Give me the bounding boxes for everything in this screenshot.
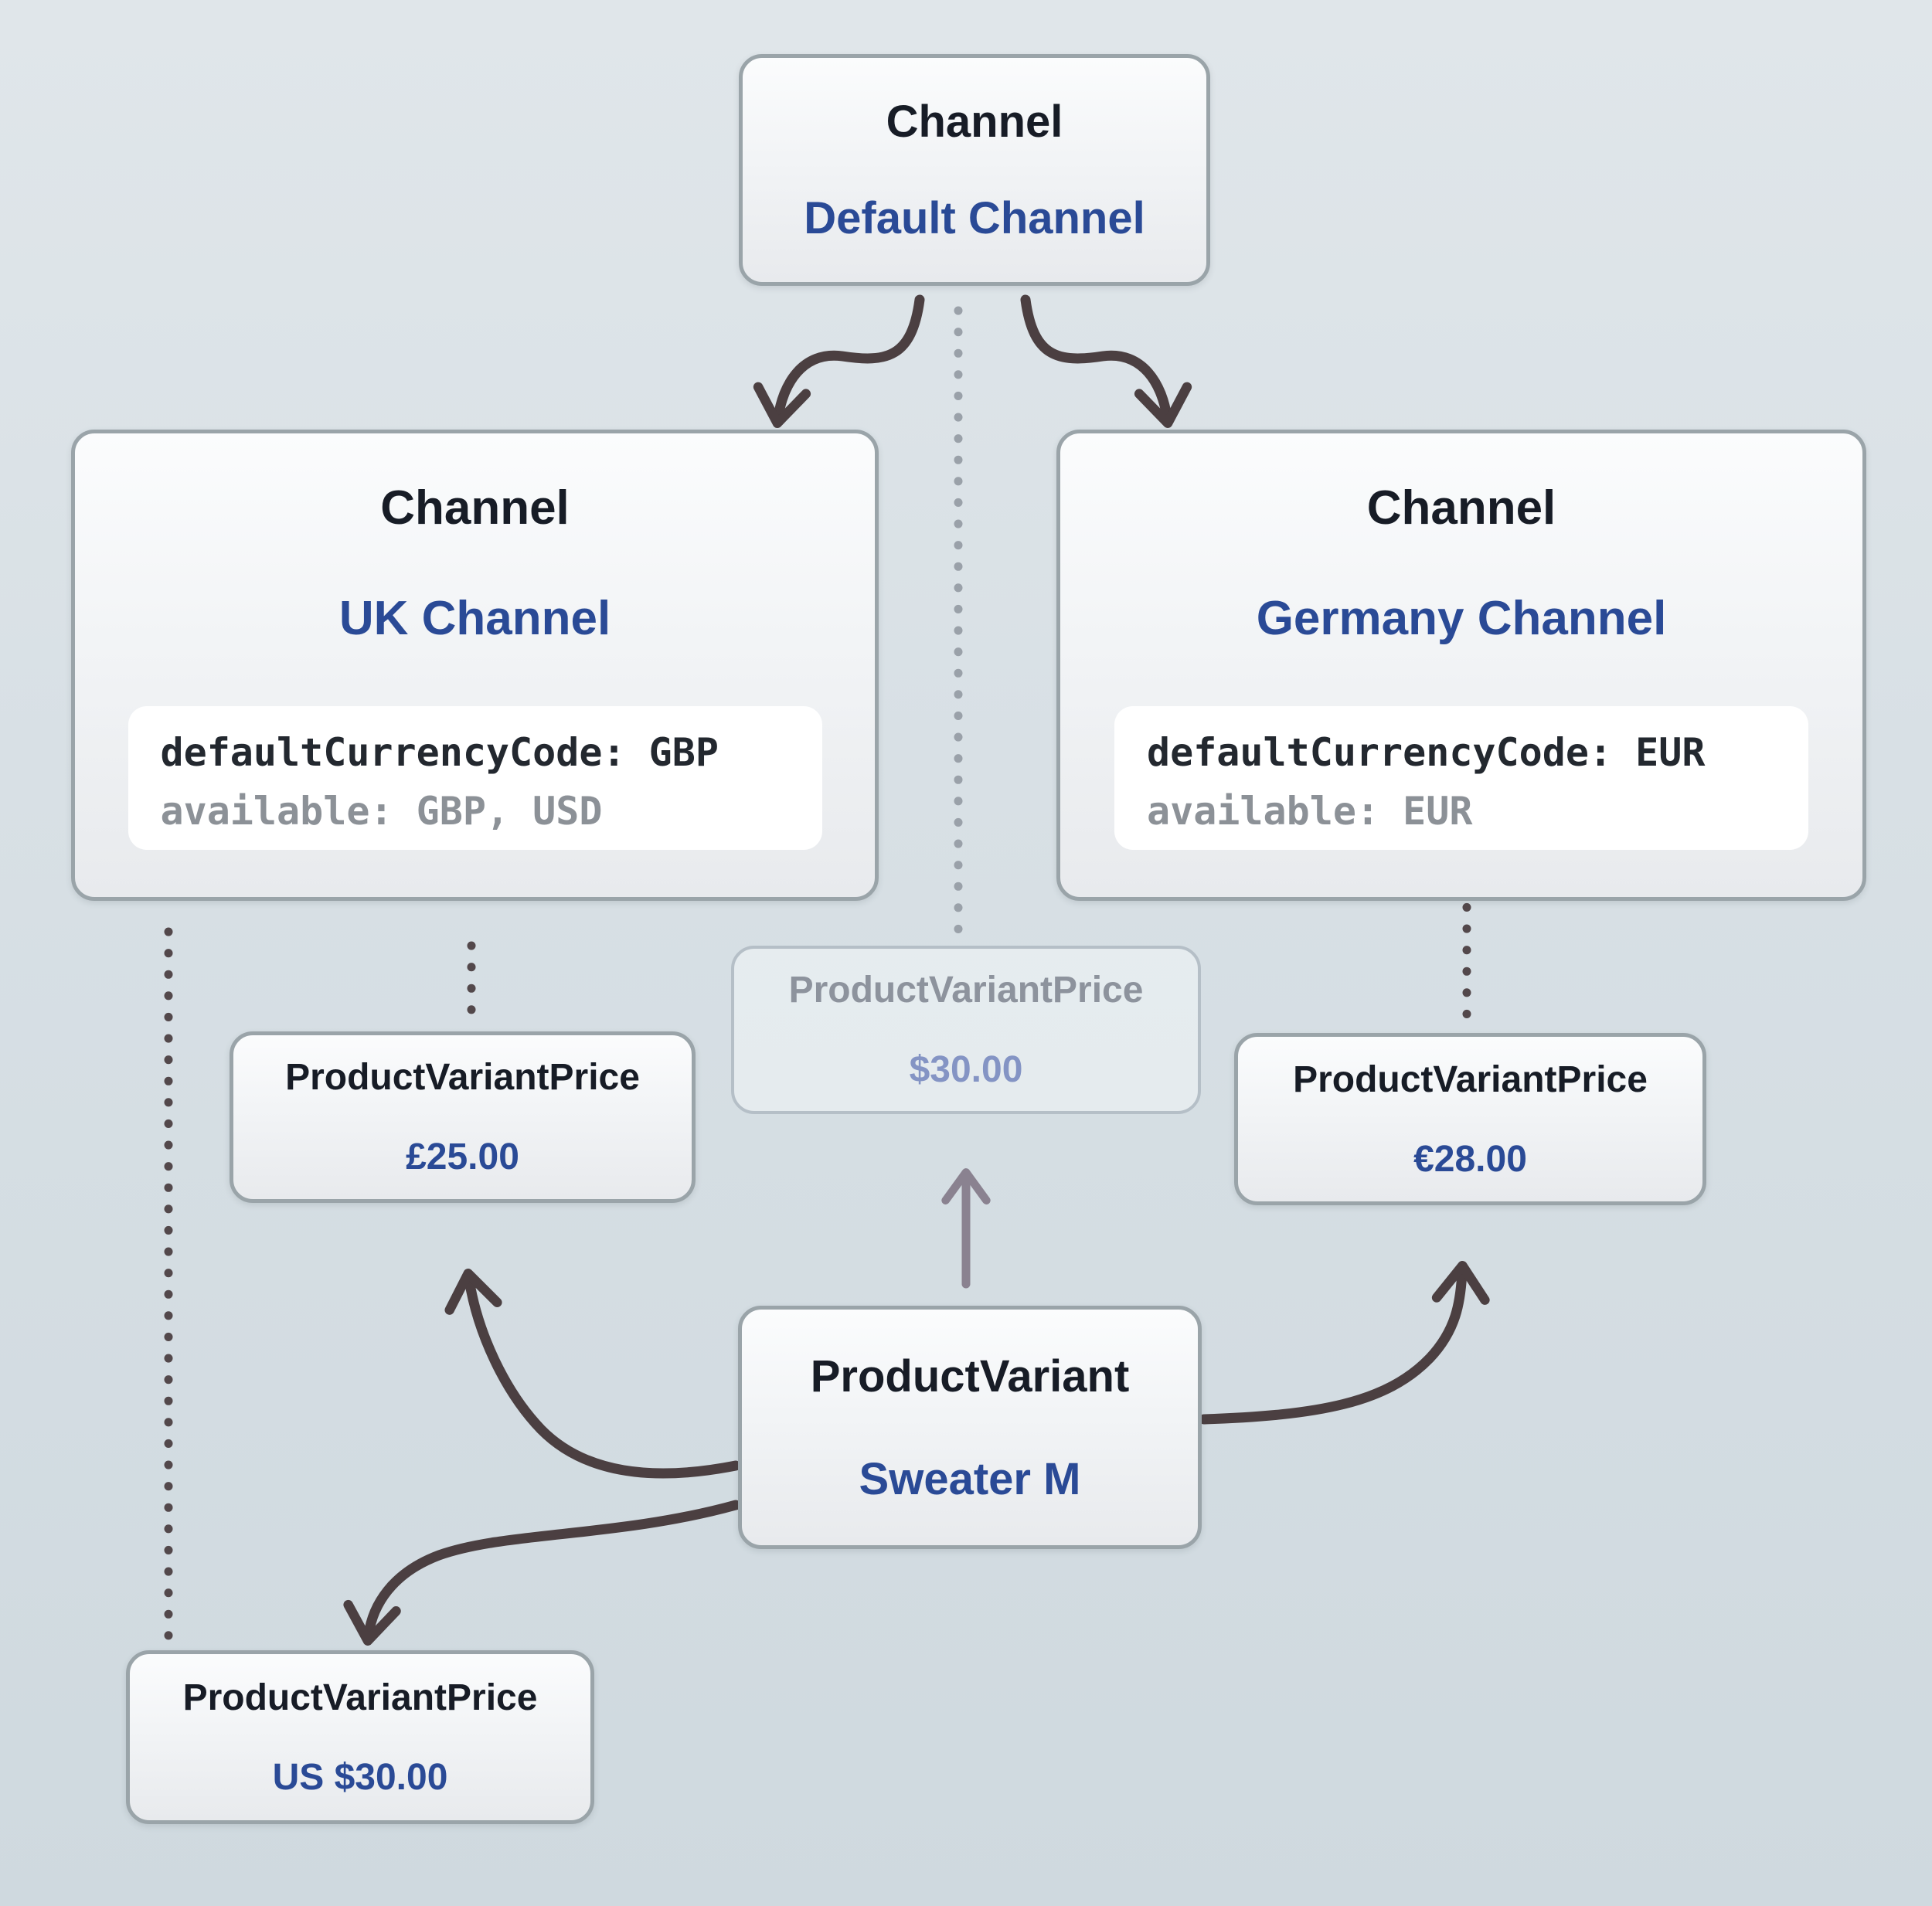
node-name-label: UK Channel (338, 592, 611, 645)
price-value-label: US $30.00 (272, 1756, 448, 1798)
arrow-variant-to-germany-price (1199, 1260, 1490, 1425)
node-usd-price: ProductVariantPrice US $30.00 (126, 1650, 594, 1824)
node-type-label: Channel (1366, 481, 1556, 535)
available-currencies-line: available: GBP, USD (160, 789, 603, 834)
uk-channel-currency-code-block: defaultCurrencyCode: GBP available: GBP,… (128, 706, 822, 850)
price-value-label: $30.00 (909, 1049, 1023, 1090)
arrow-variant-to-usd-price (343, 1500, 741, 1646)
node-name-label: Germany Channel (1256, 592, 1667, 645)
node-type-label: ProductVariant (810, 1351, 1130, 1401)
price-value-label: €28.00 (1413, 1138, 1527, 1180)
price-value-label: £25.00 (406, 1136, 519, 1177)
node-type-label: Channel (886, 97, 1063, 147)
node-name-label: Sweater M (859, 1453, 1081, 1504)
arrow-default-to-uk-channel (753, 294, 925, 428)
default-currency-code-line: defaultCurrencyCode: GBP (160, 730, 719, 775)
arrow-variant-to-uk-price (444, 1269, 741, 1479)
germany-channel-currency-code-block: defaultCurrencyCode: EUR available: EUR (1114, 706, 1808, 850)
node-germany-price: ProductVariantPrice €28.00 (1234, 1033, 1706, 1205)
node-uk-channel: Channel UK Channel defaultCurrencyCode: … (71, 430, 879, 901)
node-germany-channel: Channel Germany Channel defaultCurrencyC… (1056, 430, 1866, 901)
node-uk-price: ProductVariantPrice £25.00 (230, 1031, 696, 1203)
node-name-label: Default Channel (804, 193, 1145, 243)
node-default-channel-price: ProductVariantPrice $30.00 (731, 946, 1201, 1114)
node-default-channel: Channel Default Channel (739, 54, 1210, 286)
node-type-label: ProductVariantPrice (1293, 1058, 1648, 1100)
node-type-label: Channel (380, 481, 570, 535)
node-type-label: ProductVariantPrice (788, 970, 1144, 1011)
node-type-label: ProductVariantPrice (285, 1057, 640, 1098)
arrow-default-to-germany-channel (1020, 294, 1192, 428)
node-product-variant: ProductVariant Sweater M (738, 1306, 1202, 1549)
default-currency-code-line: defaultCurrencyCode: EUR (1147, 730, 1706, 775)
available-currencies-line: available: EUR (1147, 789, 1473, 834)
node-type-label: ProductVariantPrice (182, 1677, 538, 1718)
